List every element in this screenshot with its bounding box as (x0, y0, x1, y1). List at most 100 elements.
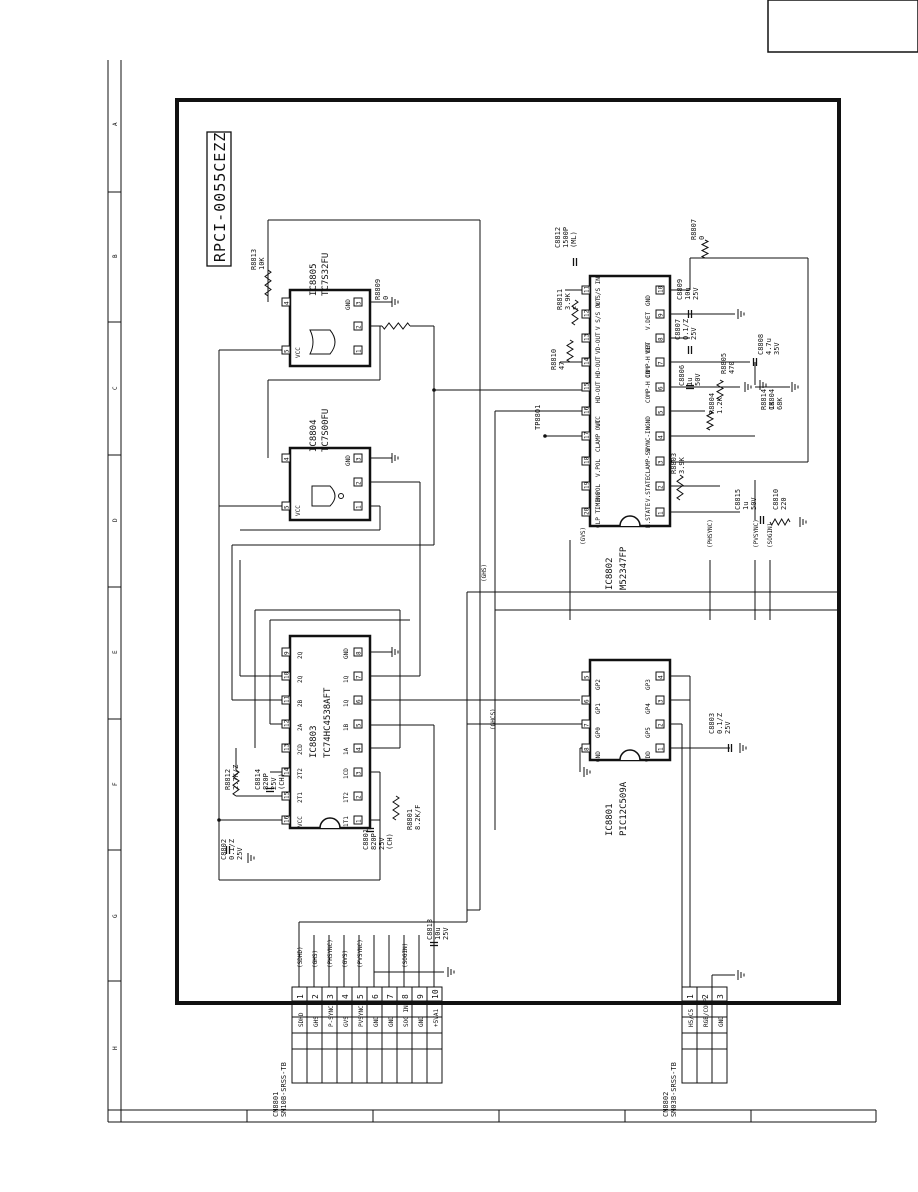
cn8802-pin-number: 1 (686, 994, 695, 999)
c8806-capacitor (686, 384, 694, 390)
ic8802-pin-label: GND (645, 295, 652, 306)
pin-box (581, 406, 591, 416)
pin-box (281, 345, 291, 355)
pin-box (353, 345, 363, 355)
pin-number: 1 (356, 505, 363, 509)
c8815-label: 50V (750, 497, 758, 510)
ic8805-ref: IC8805 (309, 263, 319, 296)
pin-box (581, 456, 591, 466)
r8801-label: 8.2K/F (414, 805, 422, 830)
c8813-label: C8813 (426, 919, 434, 940)
c8801-label: 25V (378, 837, 386, 850)
ic8802-pin-label: GND (645, 416, 652, 427)
c8802-capacitor (225, 846, 231, 854)
pin-box (581, 309, 591, 319)
pin-number: 13 (284, 743, 291, 751)
cn8801-pin-number: 8 (401, 994, 410, 999)
c8809-label: 10u (684, 287, 692, 300)
cn8802-pin-signal: H5/C5 (688, 1009, 695, 1027)
pin-box (281, 767, 291, 777)
pin-box (353, 767, 363, 777)
c8801-label: 820P (370, 833, 378, 850)
pin-number: 9 (284, 651, 291, 655)
cn8801-pin-signal: GVS (343, 1016, 350, 1027)
r8812-label: R8812 (224, 769, 232, 790)
ic8802-pin-label: H.POL (595, 484, 602, 502)
board-outline (175, 98, 841, 1005)
pin-number: 2 (356, 481, 363, 485)
ground-symbol (737, 970, 745, 980)
pin-box (655, 285, 665, 295)
ic8802-pin-label: V S/S OUT (595, 297, 602, 330)
schematic-text: GND (345, 299, 352, 310)
c8808-label: 4.7u (765, 338, 773, 355)
r8813-label: 10K (258, 257, 266, 270)
c8809-label: 25V (692, 287, 700, 300)
c8807-label: 0.1/Z (682, 319, 690, 340)
pin-box (655, 719, 665, 729)
cn8801-pin-number: 3 (326, 994, 335, 999)
ground-symbol (447, 967, 455, 977)
schematic-text: VCC (295, 505, 302, 516)
net-label-sogin: (SOGIN) (402, 943, 409, 968)
pin-box (655, 309, 665, 319)
ground-symbol (744, 382, 752, 392)
pin-box (353, 453, 363, 463)
border-row-label: E (112, 650, 119, 654)
ic8802-pin-label: V S/S IN (595, 277, 602, 306)
pin-box (581, 719, 591, 729)
ic8802-notch-icon (619, 515, 641, 527)
pin-number: 2 (658, 723, 665, 727)
c8815-label: C8815 (734, 489, 742, 510)
pin-number: 5 (584, 675, 591, 679)
c8806-label: C8806 (678, 365, 686, 386)
schematic-text: GND (345, 455, 352, 466)
c8806-label: 50V (694, 373, 702, 386)
c8804-label: 68K (776, 397, 784, 410)
pin-box (281, 647, 291, 657)
ic8801-pin-label: GP3 (645, 679, 652, 690)
pin-box (353, 743, 363, 753)
pin-number: 8 (584, 747, 591, 751)
board-code-label: RPCI-0055CEZZ (206, 131, 232, 267)
ic8803-pin-label: 2T2 (297, 768, 304, 779)
pin-number: 1 (356, 349, 363, 353)
cn8801-pin-number: 4 (341, 994, 350, 999)
ic8803-pin-label: 1T2 (343, 792, 350, 803)
pin-box (353, 719, 363, 729)
cn8801-pin-signal: SDHD (298, 1012, 305, 1027)
pin-box (281, 695, 291, 705)
ic8802-pin-label: VIN (645, 343, 652, 354)
net-label-sogin: (SOGIN) (767, 523, 774, 548)
c8803-label: 0.1/Z (716, 713, 724, 734)
pin-box (655, 431, 665, 441)
cn8802-ref: CN8802 (662, 1092, 670, 1117)
r8811-label: F (572, 306, 580, 310)
net-label-gvs: (GVS) (580, 527, 587, 545)
ic8803-pin-label: 1B (343, 723, 350, 731)
pin-box (581, 671, 591, 681)
c8813-capacitor (430, 941, 438, 947)
cn8801-pin-signal: +5VA1 (433, 1009, 440, 1027)
r8809-label: R8809 (374, 279, 382, 300)
pin-box (655, 382, 665, 392)
pin-number: 20 (584, 507, 591, 515)
pin-box (281, 671, 291, 681)
c8810-label: 220 (780, 497, 788, 510)
pin-number: 11 (584, 285, 591, 293)
cn8802-pin-signal: RGB/COMP (703, 998, 710, 1027)
cn8801-pin-signal: GND (388, 1016, 395, 1027)
pin-box (353, 501, 363, 511)
ic8803-part: TC74HC4538AFT (323, 687, 333, 758)
c8814-capacitor (266, 787, 274, 793)
pin-number: 5 (284, 349, 291, 353)
net-label-phsync: (PHSYNC) (327, 939, 334, 968)
pin-number: 3 (356, 301, 363, 305)
pin-box (353, 647, 363, 657)
cn8801-pin-number: 2 (311, 994, 320, 999)
c8814-label: C8814 (254, 769, 262, 790)
pin-number: 13 (584, 333, 591, 341)
pin-box (353, 695, 363, 705)
net-label-ghcs: (GHCS) (490, 708, 497, 730)
pin-box (353, 791, 363, 801)
